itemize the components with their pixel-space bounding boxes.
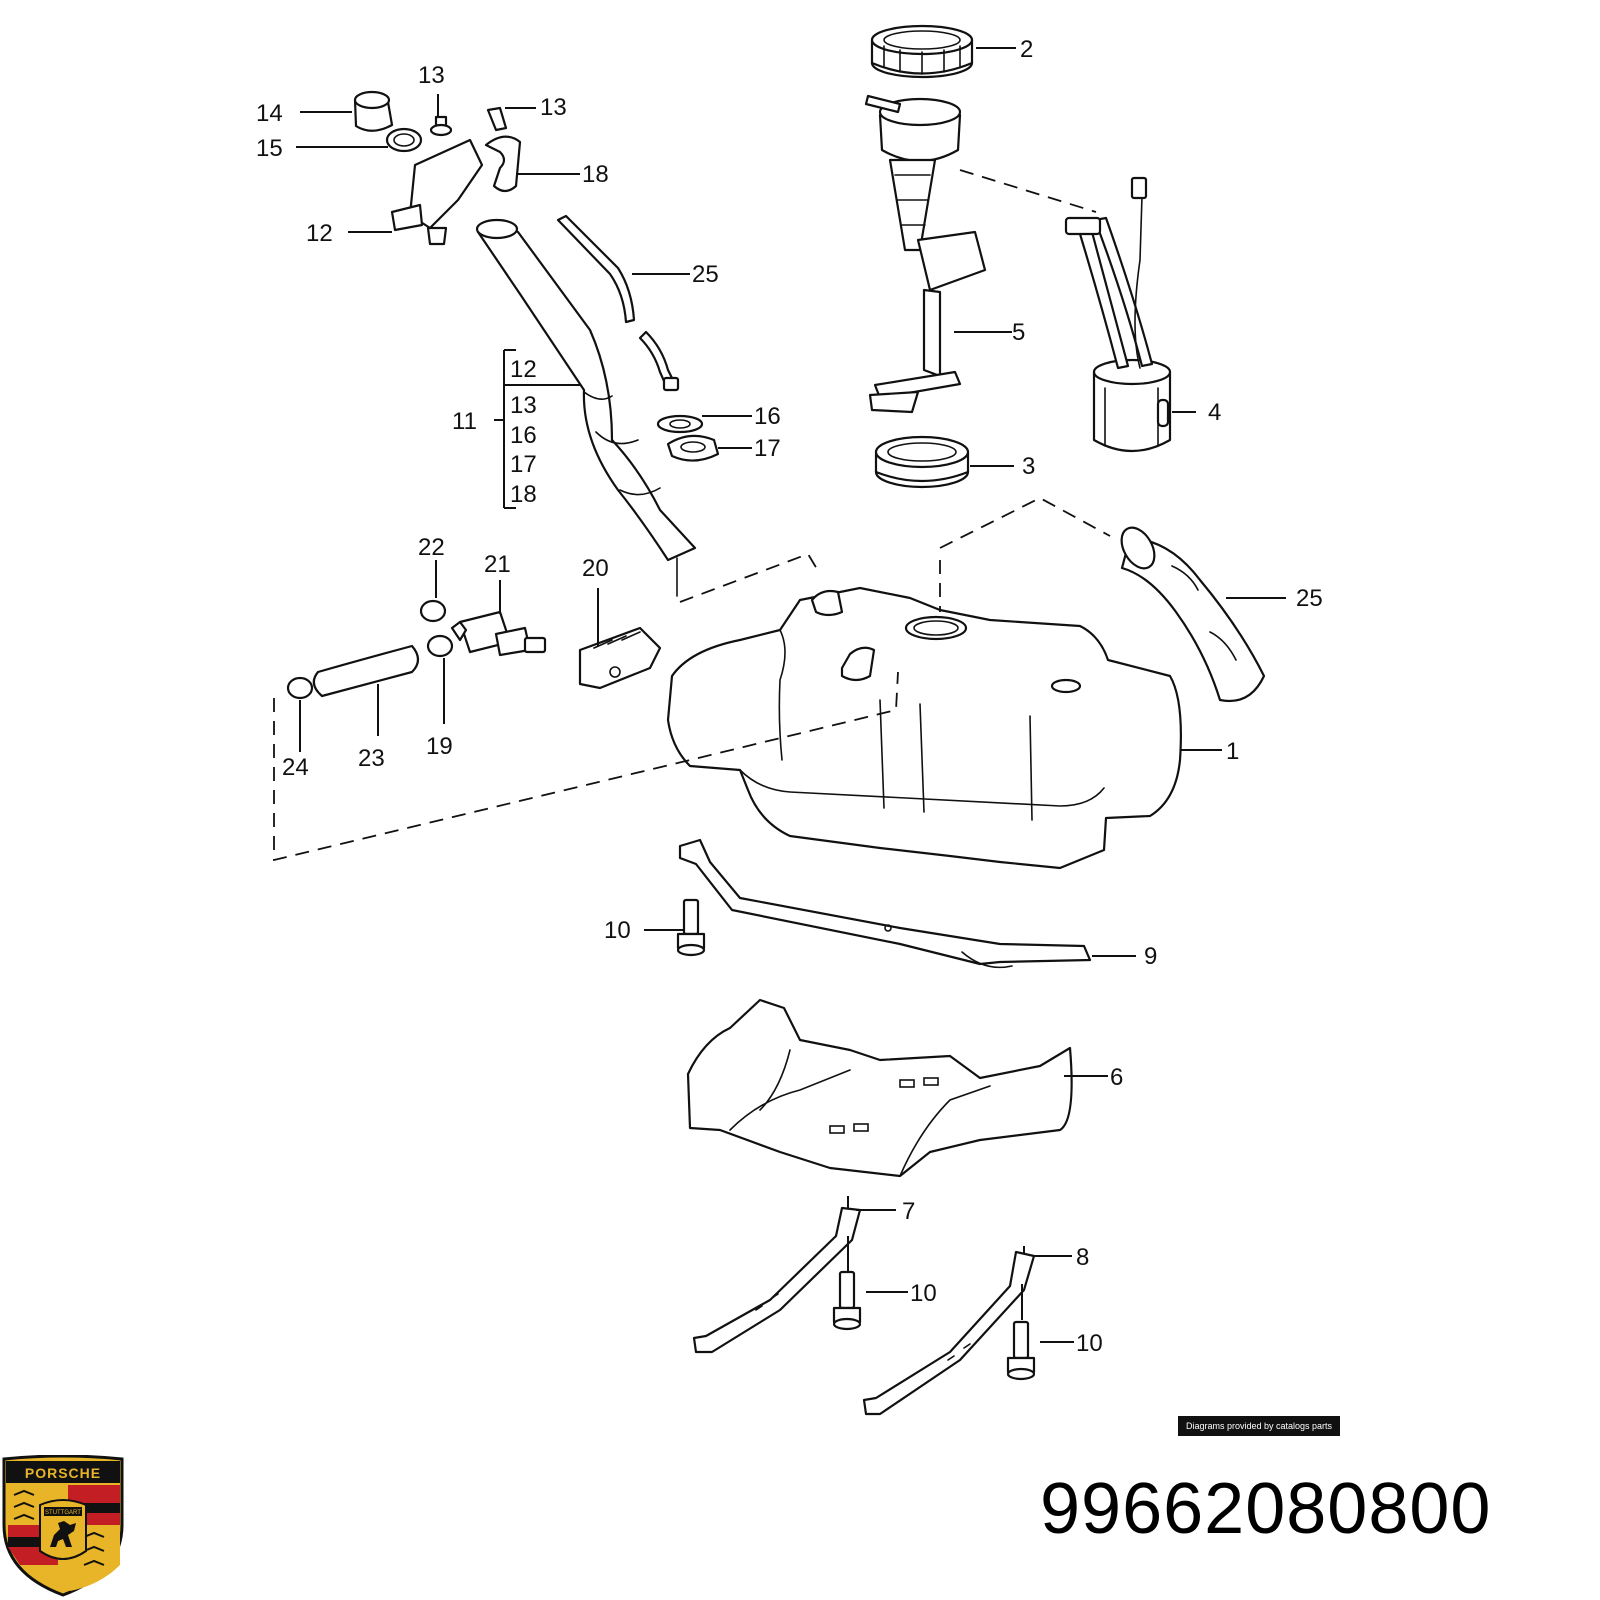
lock-ring-part bbox=[870, 24, 974, 79]
callout-20: 20 bbox=[582, 555, 609, 582]
callout-1: 1 bbox=[1226, 738, 1239, 765]
part-number: 99662080800 bbox=[1040, 1469, 1492, 1549]
group-11-item: 18 bbox=[510, 481, 537, 508]
group-11-item: 16 bbox=[510, 422, 537, 449]
callout-23: 23 bbox=[358, 745, 385, 772]
callout-14: 14 bbox=[256, 100, 283, 127]
heat-shield-part bbox=[686, 998, 1073, 1178]
group-11-item: 13 bbox=[510, 392, 537, 419]
callout-22: 22 bbox=[418, 534, 445, 561]
group-11-list: 12 13 16 17 18 bbox=[510, 356, 537, 508]
callout-7: 7 bbox=[902, 1198, 915, 1225]
bolt-part-b bbox=[832, 1270, 862, 1331]
grommet-parts bbox=[656, 414, 720, 462]
evap-hose-group-part bbox=[286, 599, 662, 700]
callout-21: 21 bbox=[484, 551, 511, 578]
group-11-item: 12 bbox=[510, 356, 537, 383]
callout-13: 13 bbox=[418, 62, 445, 89]
callout-25: 25 bbox=[692, 261, 719, 288]
callout-24: 24 bbox=[282, 754, 309, 781]
seal-ring-part bbox=[874, 435, 970, 489]
callout-4: 4 bbox=[1208, 399, 1221, 426]
callout-10: 10 bbox=[604, 917, 631, 944]
bolt-part-a bbox=[676, 898, 706, 957]
callout-labels: 2 14 13 13 15 18 12 25 5 4 16 17 3 11 22… bbox=[256, 36, 1323, 1357]
fuel-tank-part bbox=[666, 586, 1182, 870]
tank-strap-part bbox=[678, 838, 1092, 969]
bolt-part-c bbox=[1006, 1320, 1036, 1381]
callout-19: 19 bbox=[426, 733, 453, 760]
callout-11: 11 bbox=[452, 408, 477, 435]
callout-17: 17 bbox=[754, 435, 781, 462]
callout-6: 6 bbox=[1110, 1064, 1123, 1091]
strap-part-8 bbox=[862, 1250, 1036, 1416]
strap-part-7 bbox=[692, 1206, 862, 1354]
filler-pipe-part bbox=[475, 218, 697, 597]
callout-15: 15 bbox=[256, 135, 283, 162]
filler-neck-head-part bbox=[353, 90, 522, 246]
callout-18: 18 bbox=[582, 161, 609, 188]
leader-lines bbox=[296, 47, 1286, 1343]
diagram-credit: Diagrams provided by catalogs parts bbox=[1178, 1416, 1340, 1436]
fuel-sender-part bbox=[864, 94, 987, 414]
callout-8: 8 bbox=[1076, 1244, 1089, 1271]
vent-hose-right-part bbox=[1120, 526, 1266, 703]
fuel-pump-part bbox=[1064, 176, 1172, 453]
callout-10: 10 bbox=[910, 1280, 937, 1307]
callout-25: 25 bbox=[1296, 585, 1323, 612]
callout-13: 13 bbox=[540, 94, 567, 121]
callout-16: 16 bbox=[754, 403, 781, 430]
callout-12: 12 bbox=[306, 220, 333, 247]
logo-city: STUTTGART bbox=[45, 1510, 81, 1516]
logo-wordmark: PORSCHE bbox=[25, 1465, 101, 1481]
callout-5: 5 bbox=[1012, 319, 1025, 346]
callout-9: 9 bbox=[1144, 943, 1157, 970]
porsche-crest-logo: PORSCHE STUTTGART bbox=[2, 1455, 124, 1597]
callout-3: 3 bbox=[1022, 453, 1035, 480]
group-11-item: 17 bbox=[510, 451, 537, 478]
vent-pipe-upper-part bbox=[556, 214, 680, 392]
callout-10: 10 bbox=[1076, 1330, 1103, 1357]
callout-2: 2 bbox=[1020, 36, 1033, 63]
assembly-lines bbox=[273, 169, 1111, 862]
